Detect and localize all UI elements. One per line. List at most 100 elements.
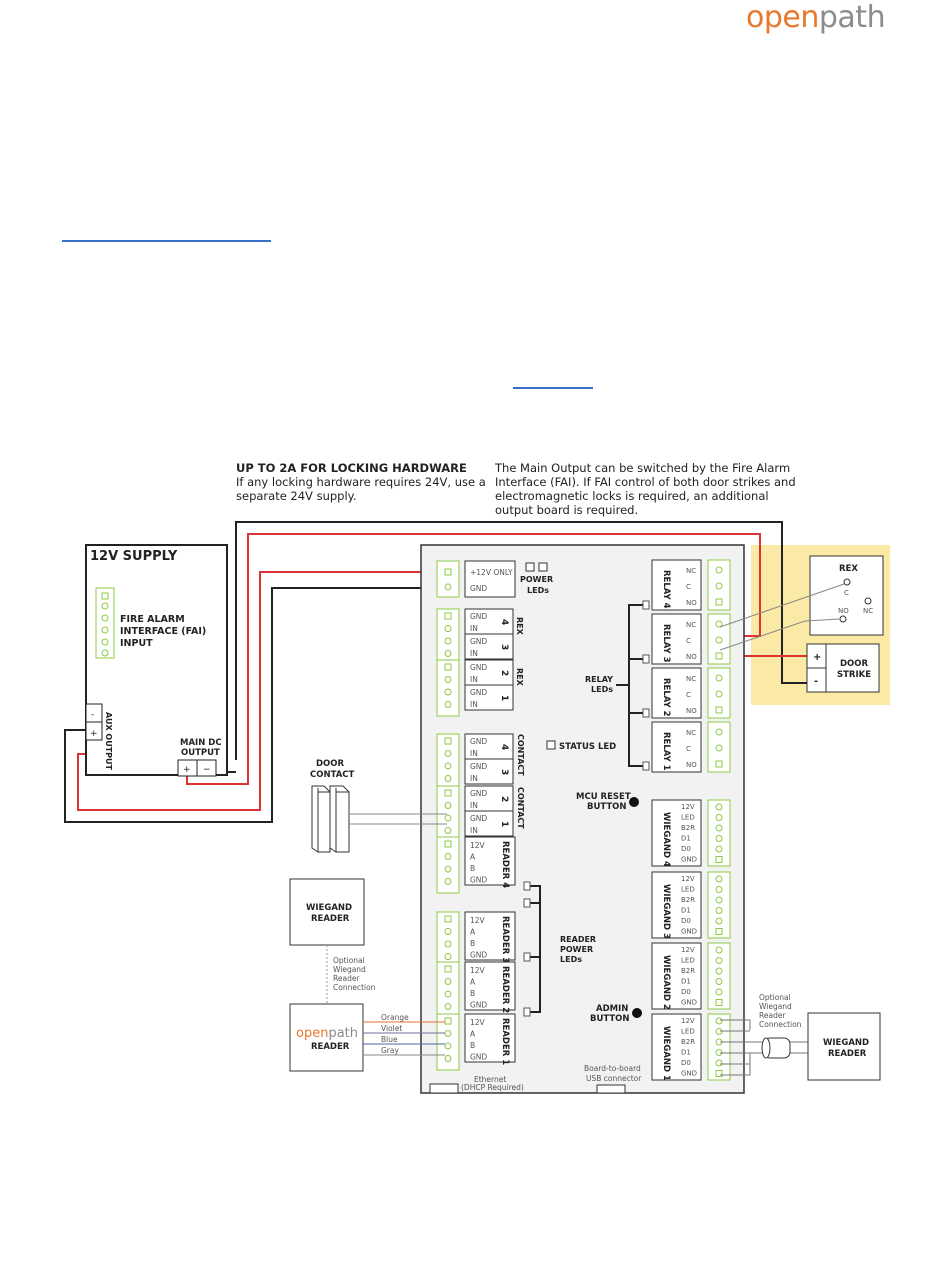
reader-label-box [464, 911, 516, 961]
input-number: 2 [499, 670, 509, 676]
left-terminal-blocks: GNDIN4GNDIN3GNDIN2GNDIN1GNDIN4GNDIN3GNDI… [436, 608, 516, 1071]
terminal-pin [715, 875, 723, 883]
pin-label: LED [681, 886, 695, 894]
terminal-pin [444, 1003, 452, 1010]
admin-button-label: ADMIN [596, 1004, 628, 1014]
door-contact-label: CONTACT [310, 770, 355, 780]
door-strike-label: STRIKE [837, 670, 871, 680]
pin-label: NC [686, 621, 696, 629]
fai-label: FIRE ALARM [120, 614, 185, 625]
wire-color-label: Gray [381, 1046, 399, 1055]
pin-label: IN [470, 624, 478, 633]
relay-leds-label: LEDs [591, 685, 613, 694]
pin-label: 12V [470, 966, 486, 975]
pin-label-box [464, 684, 514, 711]
reader-label-box [464, 1013, 516, 1063]
reader-led-bracket [530, 885, 541, 1013]
terminal-pin [715, 824, 723, 832]
power-led [525, 562, 535, 572]
terminal-pin [715, 620, 723, 628]
terminal-pin [715, 917, 723, 925]
pin-label: IN [470, 649, 478, 658]
optional-label: Connection [759, 1020, 802, 1029]
optional-label: Optional [759, 993, 791, 1002]
terminal-pin [715, 674, 723, 682]
status-led [546, 740, 556, 750]
pin-label: C [686, 583, 691, 591]
relay-label-box [651, 721, 702, 773]
pin-label: IN [470, 749, 478, 758]
rex-device-title: REX [839, 564, 858, 574]
input-number: 4 [499, 744, 509, 750]
input-number: 1 [499, 695, 509, 701]
relay-led-bracket [616, 604, 644, 767]
pin-label-box [464, 608, 514, 635]
optional-label: Wiegand [333, 965, 366, 974]
main-output-label: OUTPUT [181, 748, 220, 758]
relay-leds-label: RELAY [585, 675, 613, 684]
note-right-line: electromagnetic locks is required, an ad… [495, 489, 769, 503]
power-label-box [464, 560, 516, 598]
rex-c: C [844, 589, 849, 597]
pin-label: 12V [470, 916, 486, 925]
pin-label-box [464, 758, 514, 785]
usb-port [596, 1084, 626, 1094]
pin-label: D0 [681, 845, 691, 853]
pin-label: D0 [681, 917, 691, 925]
mcu-reset-label: BUTTON [587, 802, 627, 812]
contact-group-label: CONTACT [516, 734, 525, 776]
optional-label: Wiegand [759, 1002, 792, 1011]
relay-leds [642, 600, 650, 771]
reader-power-leds-label: POWER [560, 945, 593, 954]
hyperlink-underline[interactable] [62, 240, 271, 242]
pin-label: GND [681, 928, 697, 936]
rex-device [809, 555, 884, 636]
admin-button[interactable] [632, 1008, 642, 1018]
terminal-pin [444, 1055, 452, 1062]
terminal-pin [444, 865, 452, 873]
input-number: 2 [499, 796, 509, 802]
terminal-pin [444, 990, 452, 998]
pin-label: GND [470, 663, 487, 672]
terminal-pin [715, 744, 723, 752]
terminal-strip [707, 871, 731, 939]
terminal-pin [444, 940, 452, 948]
power-leds-label: POWER [520, 575, 553, 584]
relay-label: RELAY 4 [661, 570, 671, 609]
pin-label: D1 [681, 1049, 691, 1057]
fai-label: INPUT [120, 638, 153, 649]
terminal-pin [715, 582, 723, 590]
note-left-line: If any locking hardware requires 24V, us… [236, 475, 486, 489]
hyperlink-underline[interactable] [513, 387, 593, 389]
terminal-pin [715, 896, 723, 904]
terminal-pin [715, 1070, 723, 1077]
wiegand-right-wires [720, 1019, 808, 1076]
wiegand-label: WIEGAND 3 [661, 884, 671, 939]
terminal-pin [715, 957, 723, 964]
pin-label: IN [470, 826, 478, 835]
strike-minus: - [814, 676, 818, 687]
reader-label: READER [311, 1042, 350, 1052]
pin-label: C [686, 691, 691, 699]
terminal-pin [715, 814, 723, 821]
power-terminal [436, 560, 460, 598]
door-contact-device [311, 785, 350, 853]
pin-label: B2R [681, 824, 695, 832]
mcu-reset-button[interactable] [629, 797, 639, 807]
pin-label-box [464, 633, 514, 660]
terminal-pin [715, 978, 723, 985]
strike-plus: + [813, 652, 821, 663]
optional-label: Reader [333, 974, 360, 983]
terminal-pin [444, 827, 452, 834]
pin-label: LED [681, 957, 695, 965]
terminal-pin [444, 701, 452, 708]
pin-label: A [470, 978, 476, 987]
wiegand-reader-label: WIEGAND [823, 1038, 869, 1048]
input-number: 3 [499, 644, 509, 650]
pin-label: C [686, 637, 691, 645]
aux-plus: + [90, 729, 98, 739]
pin-label: 12V [681, 803, 695, 811]
pin-label: A [470, 1030, 476, 1039]
terminal-pin [715, 856, 723, 863]
